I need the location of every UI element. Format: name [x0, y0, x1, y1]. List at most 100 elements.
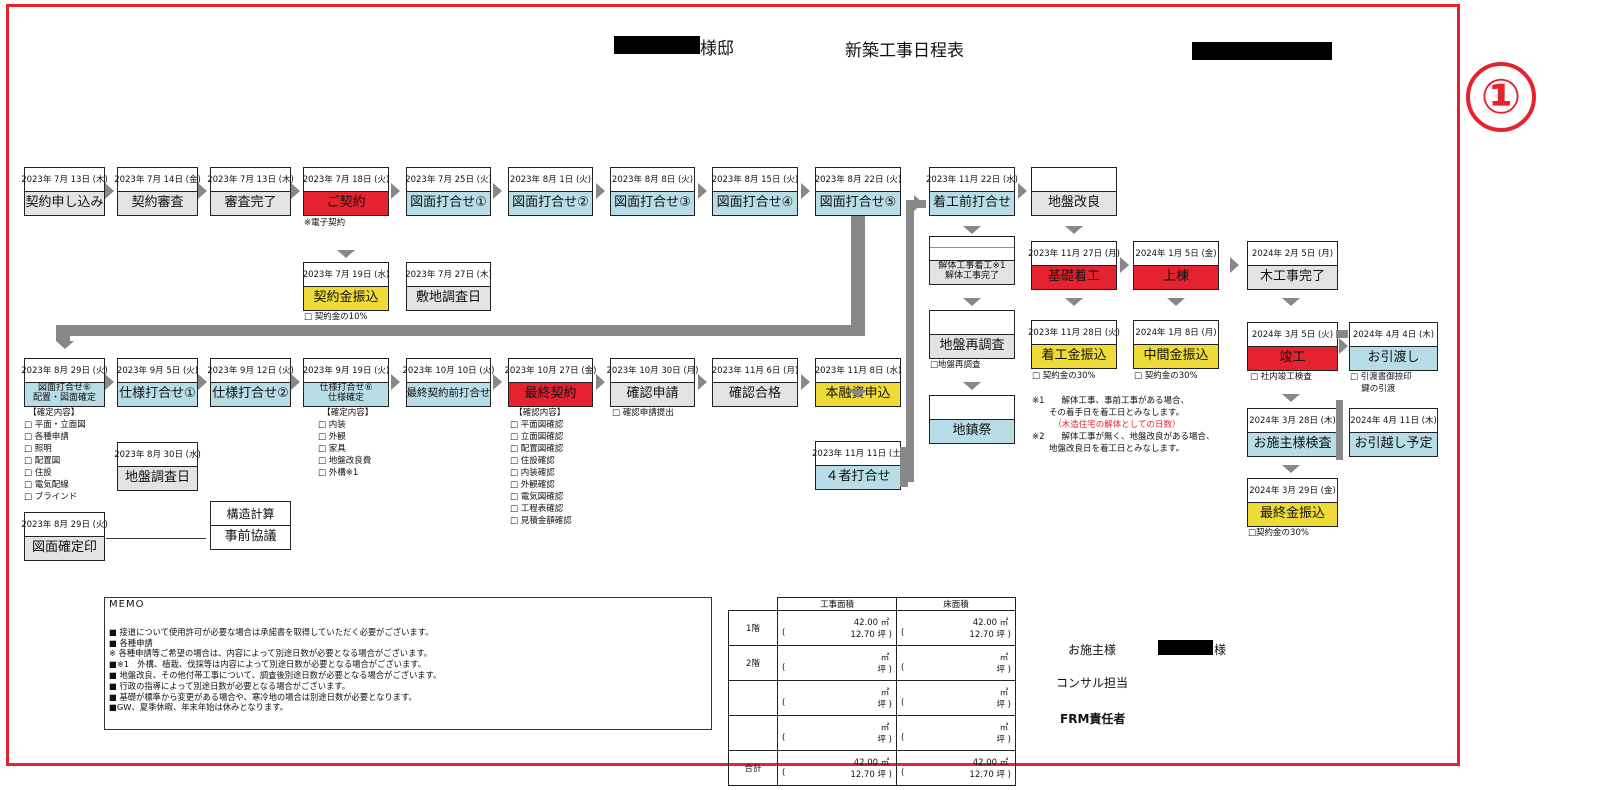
badge-number: ① — [1480, 69, 1522, 125]
checklist-item[interactable]: □ 照明 — [24, 444, 52, 454]
checklist-item[interactable]: □ 契約金の10% — [304, 312, 368, 322]
schedule-box-b2[interactable]: 2023年 7月 14日 (金)契約審査 — [114, 167, 201, 216]
checklist-item[interactable]: □ 外観確認 — [510, 480, 555, 490]
checklist-item[interactable]: □ 契約金の30% — [1032, 371, 1096, 381]
schedule-label: 地盤再調査 — [930, 334, 1014, 358]
memo-line: ■ 接道について使用許可が必要な場合は承諾書を取得していただく必要がございます。 — [109, 626, 434, 637]
schedule-label: 図面打合せ③ — [611, 191, 694, 215]
checklist-item[interactable]: □ 配置図 — [24, 456, 61, 466]
schedule-box-c5[interactable]: 2023年 10月 10日 (火)最終契約前打合せ — [403, 358, 495, 407]
checklist-item[interactable]: □ 引渡書御捺印 — [1350, 372, 1412, 382]
note-line: その着手日を着工日とみなします。 — [1032, 408, 1185, 418]
checklist-item[interactable]: □ 各種申請 — [24, 432, 69, 442]
checklist-item[interactable]: □ 工程表確認 — [510, 504, 564, 514]
schedule-box-c13[interactable]: 構造計算事前協議 — [210, 501, 291, 550]
area-row: ㎡ ( 坪 ) ㎡ ( 坪 ) — [728, 680, 1016, 716]
schedule-box-c12[interactable]: 2023年 8月 29日 (火)図面確定印 — [21, 512, 108, 561]
schedule-date: 2023年 10月 10日 (火) — [403, 359, 495, 383]
checklist-item[interactable]: □ 外構※1 — [318, 468, 359, 478]
schedule-date — [1032, 168, 1116, 192]
badge-circle: ① — [1466, 62, 1536, 132]
schedule-date: 2024年 4月 4日 (木) — [1350, 323, 1437, 347]
schedule-box-r15[interactable]: 2024年 3月 29日 (金)最終金振込 — [1247, 478, 1338, 527]
checklist-item[interactable]: □ ブラインド — [24, 492, 78, 502]
schedule-box-r9[interactable]: 2024年 1月 8日 (月)中間金振込 — [1133, 320, 1219, 369]
schedule-box-b4[interactable]: 2023年 7月 18日 (火)ご契約 — [303, 167, 389, 216]
checklist-item[interactable]: □ 立面図確認 — [510, 432, 564, 442]
area-m2: 42.00 — [853, 618, 879, 628]
checklist-item[interactable]: □ 内装 — [318, 420, 346, 430]
schedule-box-r7[interactable]: 地盤再調査 — [929, 310, 1015, 359]
schedule-box-c1[interactable]: 2023年 8月 29日 (火)図面打合せ⑥ 配置・図面確定 — [21, 358, 108, 407]
unit-tsubo: 坪 — [996, 665, 1005, 675]
schedule-box-b10[interactable]: 2023年 7月 19日 (水)契約金振込 — [303, 262, 389, 311]
schedule-label: お引越し予定 — [1350, 432, 1437, 456]
schedule-label: 確認申請 — [611, 382, 694, 406]
schedule-box-r13[interactable]: 2024年 3月 28日 (木)お施主様検査 — [1247, 408, 1338, 457]
schedule-box-r6[interactable]: 2024年 2月 5日 (月)木工事完了 — [1247, 241, 1338, 290]
checklist-item[interactable]: □ 電気図確認 — [510, 492, 564, 502]
schedule-box-c9[interactable]: 2023年 11月 8日 (水)本融資申込 — [815, 358, 901, 407]
checklist-item[interactable]: □ 平面・立面図 — [24, 420, 86, 430]
schedule-box-c3[interactable]: 2023年 9月 12日 (火)仕様打合せ② — [207, 358, 294, 407]
schedule-label: 中間金振込 — [1134, 344, 1218, 368]
schedule-box-b7[interactable]: 2023年 8月 8日 (火)図面打合せ③ — [610, 167, 695, 216]
schedule-box-b8[interactable]: 2023年 8月 15日 (火)図面打合せ④ — [712, 167, 798, 216]
schedule-box-c6[interactable]: 2023年 10月 27日 (金)最終契約 — [505, 358, 597, 407]
checklist-item[interactable]: □ 契約金の30% — [1134, 371, 1198, 381]
schedule-box-c2[interactable]: 2023年 9月 5日 (火)仕様打合せ① — [117, 358, 198, 407]
schedule-box-b5[interactable]: 2023年 7月 25日 (火)図面打合せ① — [405, 167, 492, 216]
consultant-label: コンサル担当 — [1056, 676, 1129, 690]
schedule-date: 2023年 9月 5日 (火) — [117, 359, 198, 383]
unit-tsubo: 坪 — [877, 770, 886, 780]
schedule-date: 2023年 7月 13日 (木) — [21, 168, 108, 192]
note-n5: 【確認内容】□ 平面図確認□ 立面図確認□ 配置図確認□ 住設確認□ 内装確認□… — [510, 407, 572, 527]
redacted-block — [1192, 42, 1332, 60]
schedule-box-r11[interactable]: 2024年 3月 5日 (火)竣工 — [1247, 322, 1338, 371]
schedule-box-r1[interactable]: 2023年 11月 22日 (水)着工前打合せ — [926, 167, 1018, 216]
checklist-item[interactable]: □ 確認申請提出 — [612, 408, 674, 418]
unit-m2: ㎡ — [880, 758, 890, 768]
schedule-box-r2[interactable]: 地盤改良 — [1031, 167, 1117, 216]
schedule-box-r8[interactable]: 2023年 11月 28日 (火)着工金振込 — [1028, 320, 1120, 369]
checklist-item[interactable]: □ 住設確認 — [510, 456, 555, 466]
schedule-box-r10[interactable]: 地鎮祭 — [929, 395, 1015, 444]
schedule-box-b3[interactable]: 2023年 7月 13日 (木)審査完了 — [207, 167, 294, 216]
schedule-label: 仕様打合せ⑥ 仕様確定 — [304, 382, 388, 406]
schedule-box-b9[interactable]: 2023年 8月 22日 (火)図面打合せ⑤ — [815, 167, 901, 216]
connector-line — [851, 216, 865, 334]
schedule-date: 2023年 10月 27日 (金) — [505, 359, 597, 383]
checklist-item[interactable]: □ 地盤改良費 — [318, 456, 372, 466]
checklist-item[interactable]: □ 住設 — [24, 468, 52, 478]
schedule-box-r12[interactable]: 2024年 4月 4日 (木)お引渡し — [1349, 322, 1438, 371]
schedule-box-c4[interactable]: 2023年 9月 19日 (火)仕様打合せ⑥ 仕様確定 — [303, 358, 389, 407]
checklist-item[interactable]: □ 見積金額確認 — [510, 516, 572, 526]
schedule-date: 2023年 11月 28日 (火) — [1028, 321, 1120, 345]
checklist-item[interactable]: □ 外観 — [318, 432, 346, 442]
schedule-box-b1[interactable]: 2023年 7月 13日 (木)契約申し込み — [21, 167, 108, 216]
schedule-date: 2023年 8月 30日 (水) — [114, 443, 201, 467]
checklist-item[interactable]: □ 内装確認 — [510, 468, 555, 478]
schedule-box-r5[interactable]: 2024年 1月 5日 (金)上棟 — [1133, 241, 1219, 290]
schedule-box-b6[interactable]: 2023年 8月 1日 (火)図面打合せ② — [508, 167, 593, 216]
arrow-right-icon — [291, 374, 300, 390]
schedule-box-b11[interactable]: 2023年 7月 27日 (木)敷地調査日 — [405, 262, 492, 311]
checklist-item[interactable]: □ 平面図確認 — [510, 420, 564, 430]
schedule-box-c7[interactable]: 2023年 10月 30日 (月)確認申請 — [607, 358, 699, 407]
unit-tsubo: 坪 — [996, 630, 1005, 640]
checklist-item[interactable]: □地盤再調査 — [930, 360, 981, 370]
schedule-box-c11[interactable]: 2023年 11月 11日 (土)４者打合せ — [812, 441, 904, 490]
schedule-box-r14[interactable]: 2024年 4月 11日 (木)お引越し予定 — [1349, 408, 1438, 457]
arrow-down-icon — [963, 298, 981, 306]
schedule-box-c10[interactable]: 2023年 8月 30日 (水)地盤調査日 — [114, 442, 201, 491]
schedule-date: 2024年 2月 5日 (月) — [1248, 242, 1337, 266]
checklist-item[interactable]: □ 電気配線 — [24, 480, 69, 490]
schedule-box-r4[interactable]: 2023年 11月 27日 (月)基礎着工 — [1028, 241, 1120, 290]
memo-lines: ■ 接道について使用許可が必要な場合は承諾書を取得していただく必要がございます。… — [109, 627, 707, 713]
checklist-item[interactable]: □ 家具 — [318, 444, 346, 454]
schedule-box-c8[interactable]: 2023年 11月 6日 (月)確認合格 — [712, 358, 798, 407]
checklist-item[interactable]: □ 配置図確認 — [510, 444, 564, 454]
checklist-item[interactable]: □ 社内竣工検査 — [1250, 372, 1312, 382]
checklist-item[interactable]: □契約金の30% — [1248, 528, 1309, 538]
schedule-box-r3[interactable]: 解体工事着工※1 解体工事完了 — [929, 236, 1015, 285]
